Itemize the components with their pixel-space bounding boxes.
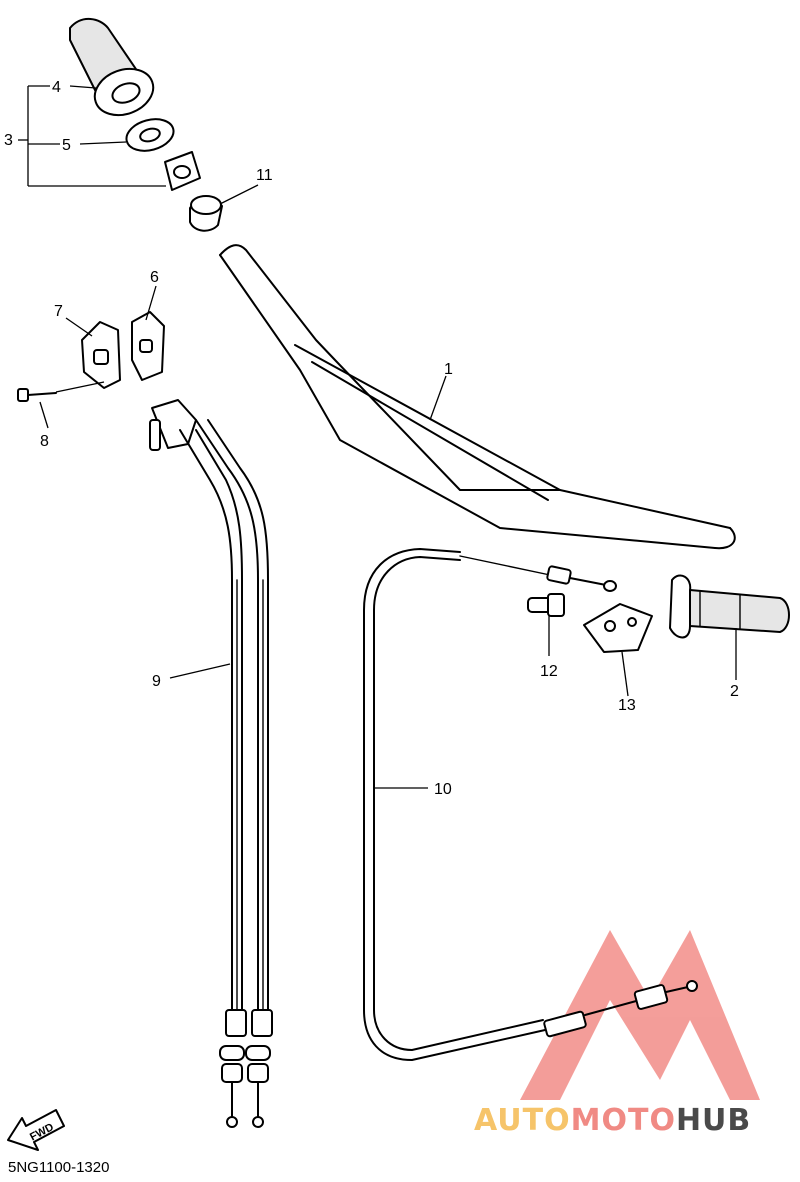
callout-11: 11: [256, 167, 273, 184]
watermark-hub: HUB: [676, 1103, 751, 1138]
grip-collar-icon: [164, 151, 201, 191]
washer-part-5: [125, 118, 175, 152]
leader-lines: [18, 85, 737, 789]
adjuster-bolt-part-12: [527, 593, 565, 617]
watermark-moto: MOTO: [571, 1103, 676, 1138]
callout-3: 3: [4, 132, 13, 149]
handlebar-part-1: [219, 244, 736, 550]
forward-arrow-icon: FWD: [7, 1109, 65, 1151]
clutch-cable-part-10: [363, 548, 698, 1061]
bolt-part-8: [17, 388, 57, 402]
callout-12: 12: [540, 663, 558, 680]
left-grip-part-4: [69, 18, 155, 117]
callout-13: 13: [618, 697, 636, 714]
callout-8: 8: [40, 433, 49, 450]
callout-6: 6: [150, 269, 159, 286]
watermark-logo-icon: [520, 930, 760, 1100]
spacer-part-11: [189, 195, 223, 232]
lever-holder-part-6: [131, 311, 165, 381]
lever-holder-part-7: [81, 321, 121, 389]
callout-2: 2: [730, 683, 739, 700]
clutch-holder-part-13: [583, 603, 653, 653]
throttle-cables-part-9: [149, 399, 273, 1128]
callout-10: 10: [434, 781, 452, 798]
right-grip-part-2: [669, 574, 790, 639]
diagram-code: 5NG1100-1320: [8, 1159, 110, 1176]
callout-1: 1: [444, 361, 453, 378]
callout-7: 7: [54, 303, 63, 320]
callout-4: 4: [52, 79, 61, 96]
callout-9: 9: [152, 673, 161, 690]
watermark-text: AUTOMOTOHUB: [474, 1103, 751, 1138]
watermark-auto: AUTO: [474, 1103, 571, 1138]
callout-5: 5: [62, 137, 71, 154]
